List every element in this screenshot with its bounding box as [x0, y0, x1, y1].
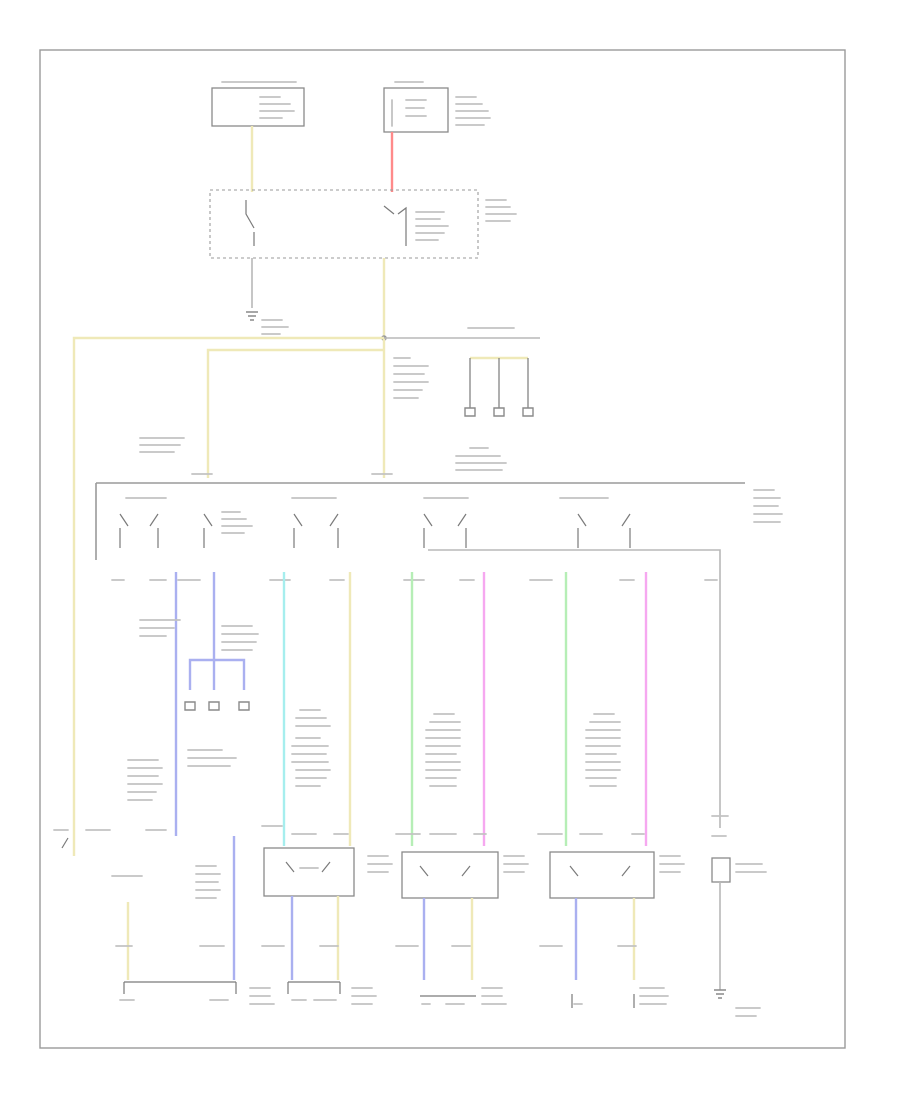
passenger-seat-switch-box [367, 851, 529, 980]
relay-ground-icon [246, 311, 258, 321]
splice-pack-lower [139, 619, 259, 767]
wire-labels-mid [261, 825, 645, 835]
module-label-2 [425, 713, 461, 787]
driver-seat-switch-box [263, 847, 355, 980]
rear-seat-switch-box [549, 851, 685, 980]
feed-to-driver-seat [206, 348, 384, 478]
module-label-far-right [711, 815, 729, 837]
lumbar-motor-box [53, 829, 236, 980]
feed-to-left-side [72, 336, 384, 856]
switch-output-wires [174, 572, 721, 846]
relay-ground-label [261, 319, 289, 335]
module-label-1 [291, 709, 331, 787]
splice-label-block [393, 357, 429, 399]
fuse-box-right [383, 81, 491, 192]
seat-switch-module [95, 473, 783, 581]
switch-label-center [455, 447, 507, 471]
module-label-left [127, 759, 163, 801]
module-label-3 [585, 713, 621, 787]
switch-label-left [139, 437, 185, 453]
fuse-box-left [211, 81, 305, 192]
far-right-component [711, 857, 767, 1017]
power-seat-relay-box [209, 189, 517, 338]
splice-pack-upper [464, 356, 534, 417]
bottom-motors [119, 981, 669, 1008]
diagram-frame [39, 49, 846, 1049]
